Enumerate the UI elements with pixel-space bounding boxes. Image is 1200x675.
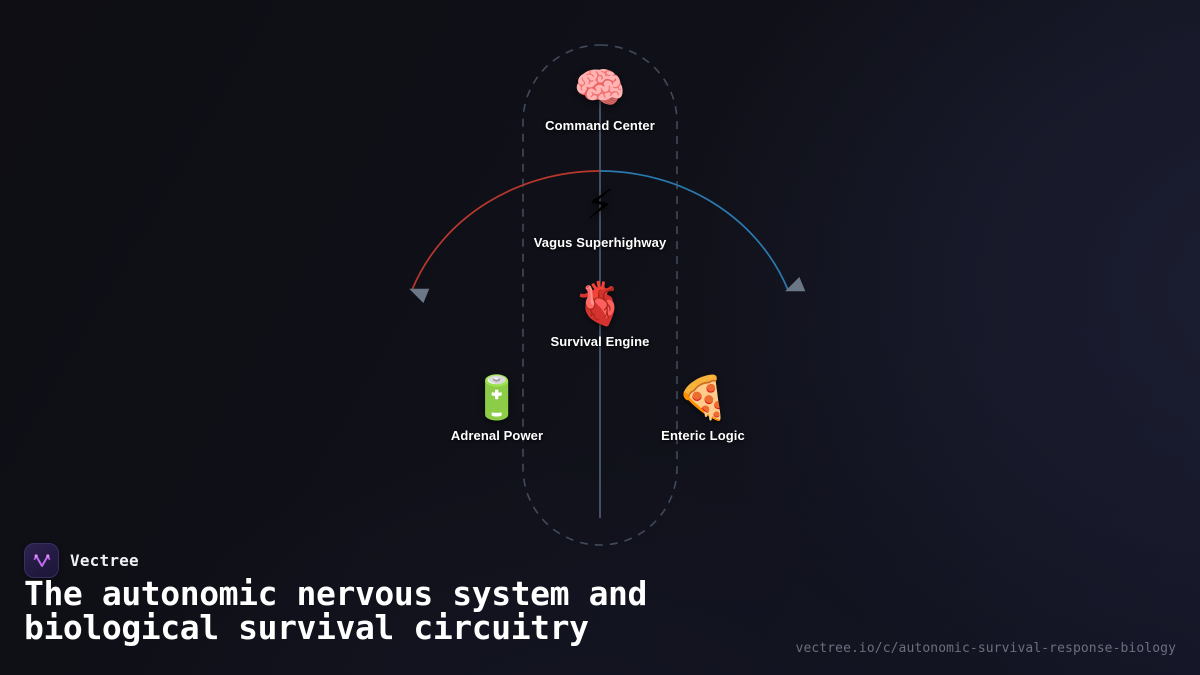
node-label-adrenal-power: Adrenal Power <box>450 428 544 443</box>
page-title: The autonomic nervous system and biologi… <box>24 574 647 647</box>
brand-name: Vectree <box>70 551 139 570</box>
node-label-enteric-logic: Enteric Logic <box>661 428 745 443</box>
footer-bar: Vectree The autonomic nervous system and… <box>0 535 1200 675</box>
node-enteric-logic[interactable]: 🍕 Enteric Logic <box>603 373 803 444</box>
node-label-vagus-superhighway: Vagus Superhighway <box>533 235 667 250</box>
node-label-survival-engine: Survival Engine <box>550 334 650 349</box>
battery-icon: 🔋 <box>470 373 524 422</box>
page-url: vectree.io/c/autonomic-survival-response… <box>795 641 1176 656</box>
lightning-bolt-icon: ⚡ <box>585 180 615 229</box>
node-adrenal-power[interactable]: 🔋 Adrenal Power <box>397 373 597 444</box>
node-survival-engine[interactable]: 🫀 Survival Engine <box>500 279 700 350</box>
node-command-center[interactable]: 🧠 Command Center <box>500 63 700 134</box>
anatomical-heart-icon: 🫀 <box>573 279 627 328</box>
brand-row[interactable]: Vectree <box>24 543 139 578</box>
node-vagus-superhighway[interactable]: ⚡ Vagus Superhighway <box>500 180 700 251</box>
node-label-command-center: Command Center <box>545 118 655 133</box>
pizza-slice-icon: 🍕 <box>676 373 730 422</box>
brain-icon: 🧠 <box>573 63 627 112</box>
vectree-branch-logo-icon <box>24 543 59 578</box>
dashed-capsule-boundary <box>522 44 678 546</box>
left-red-arc <box>409 170 601 304</box>
right-blue-arc <box>599 170 806 292</box>
